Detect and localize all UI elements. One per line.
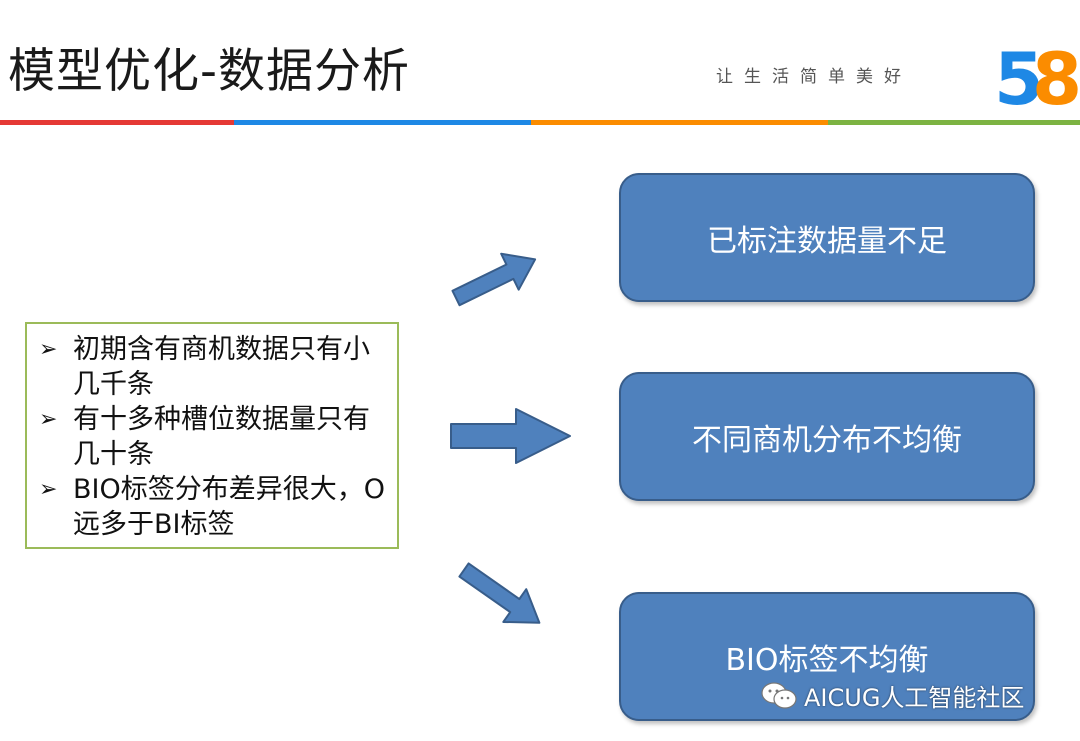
problem-item: ➢ BIO标签分布差异很大，O远多于BI标签 bbox=[39, 472, 387, 542]
header-stripe-green bbox=[828, 120, 1080, 125]
problem-list: ➢ 初期含有商机数据只有小几千条 ➢ 有十多种槽位数据量只有几十条 ➢ BIO标… bbox=[39, 332, 387, 542]
svg-text:8: 8 bbox=[1032, 38, 1078, 112]
svg-text:5: 5 bbox=[994, 38, 1040, 112]
wechat-icon bbox=[761, 681, 797, 709]
arrow-bullet-icon: ➢ bbox=[39, 337, 58, 362]
slogan-text: 让生活简单美好 bbox=[716, 67, 912, 87]
problem-item-text: 初期含有商机数据只有小几千条 bbox=[73, 334, 370, 400]
problem-item-text: 有十多种槽位数据量只有几十条 bbox=[73, 404, 370, 470]
problem-item: ➢ 初期含有商机数据只有小几千条 bbox=[39, 332, 387, 402]
header-stripe-orange bbox=[531, 120, 828, 125]
arrow-up-right bbox=[451, 252, 537, 307]
watermark: AICUG人工智能社区 bbox=[760, 678, 1024, 713]
arrow-down-right bbox=[458, 562, 541, 624]
problem-item: ➢ 有十多种槽位数据量只有几十条 bbox=[39, 402, 387, 472]
issue-box-bio-imbalance: BIO标签不均衡 bbox=[619, 592, 1035, 721]
issue-box-insufficient-data: 已标注数据量不足 bbox=[619, 173, 1035, 302]
header-stripe-blue bbox=[234, 120, 531, 125]
arrow-bullet-icon: ➢ bbox=[39, 407, 58, 432]
watermark-text: AICUG人工智能社区 bbox=[804, 684, 1025, 712]
arrow-right bbox=[450, 408, 571, 464]
header-stripe-red bbox=[0, 120, 234, 125]
issue-box-scenario-imbalance: 不同商机分布不均衡 bbox=[619, 372, 1035, 501]
problem-list-box: ➢ 初期含有商机数据只有小几千条 ➢ 有十多种槽位数据量只有几十条 ➢ BIO标… bbox=[25, 322, 399, 549]
arrow-bullet-icon: ➢ bbox=[39, 477, 58, 502]
58-logo: 5 8 bbox=[994, 38, 1078, 112]
problem-item-text: BIO标签分布差异很大，O远多于BI标签 bbox=[73, 474, 385, 540]
slide-title: 模型优化-数据分析 bbox=[8, 44, 410, 99]
